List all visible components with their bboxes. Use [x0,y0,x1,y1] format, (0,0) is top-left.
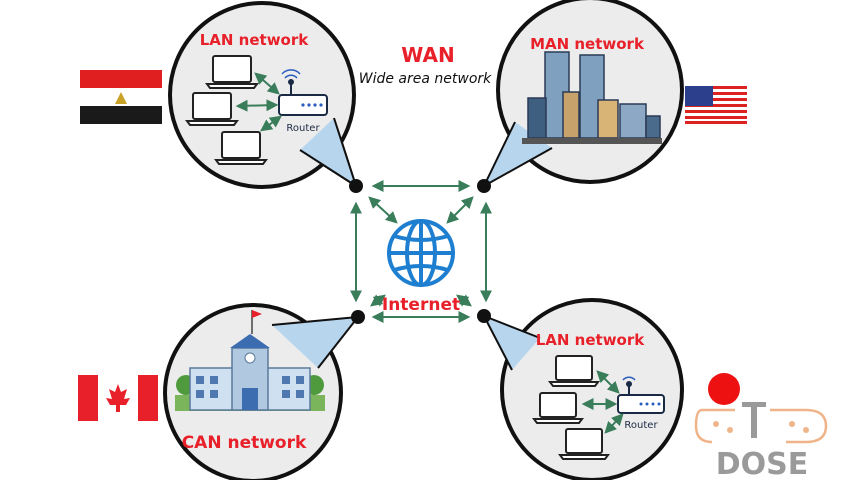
link-arrow [368,196,398,224]
laptop-icon [185,92,239,126]
link-arrow [456,294,472,307]
logo-text: DOSE [716,447,809,480]
can-node: CAN network [163,303,365,480]
dose-logo: DOSE [694,373,828,480]
lan-top-bubble [168,1,356,189]
man-label: MAN network [530,35,645,53]
internet-label: Internet [382,295,460,315]
router-label: Router [624,420,658,431]
lan-bottom-bubble [500,298,684,480]
wan-links [350,180,492,323]
link-arrow [235,99,279,112]
man-connector-dot [477,179,491,193]
link-arrow [254,72,280,95]
router-icon [617,376,665,414]
usa-flag [685,86,747,124]
laptop-icon [558,428,610,460]
egypt-flag [80,70,162,124]
router-label: Router [286,123,320,134]
laptop-icon [205,55,259,89]
link-arrow [604,413,624,434]
laptop-icon [214,131,268,165]
lan-top-node: LAN network Router [168,1,363,193]
link-arrow [260,115,282,132]
lan-bottom-connector-dot [477,309,491,323]
lan-bottom-label: LAN network [536,331,646,349]
diagram-title: WAN [401,43,454,67]
can-connector-dot [351,310,365,324]
school-building-icon [175,310,325,411]
can-label: CAN network [182,433,307,453]
man-node: MAN network [477,0,684,193]
router-icon [278,69,328,116]
lan-top-connector-dot [349,179,363,193]
link-arrow [370,294,386,307]
lan-top-label: LAN network [200,31,310,49]
diagram-subtitle: Wide area network [359,71,492,87]
link-arrow [446,196,474,224]
laptop-icon [548,355,600,387]
globe-icon [387,219,455,287]
city-buildings-icon [522,51,662,144]
lan-bottom-node: LAN network Router [477,298,684,480]
link-arrow [596,370,620,394]
canada-flag [78,375,158,421]
laptop-icon [532,392,584,424]
